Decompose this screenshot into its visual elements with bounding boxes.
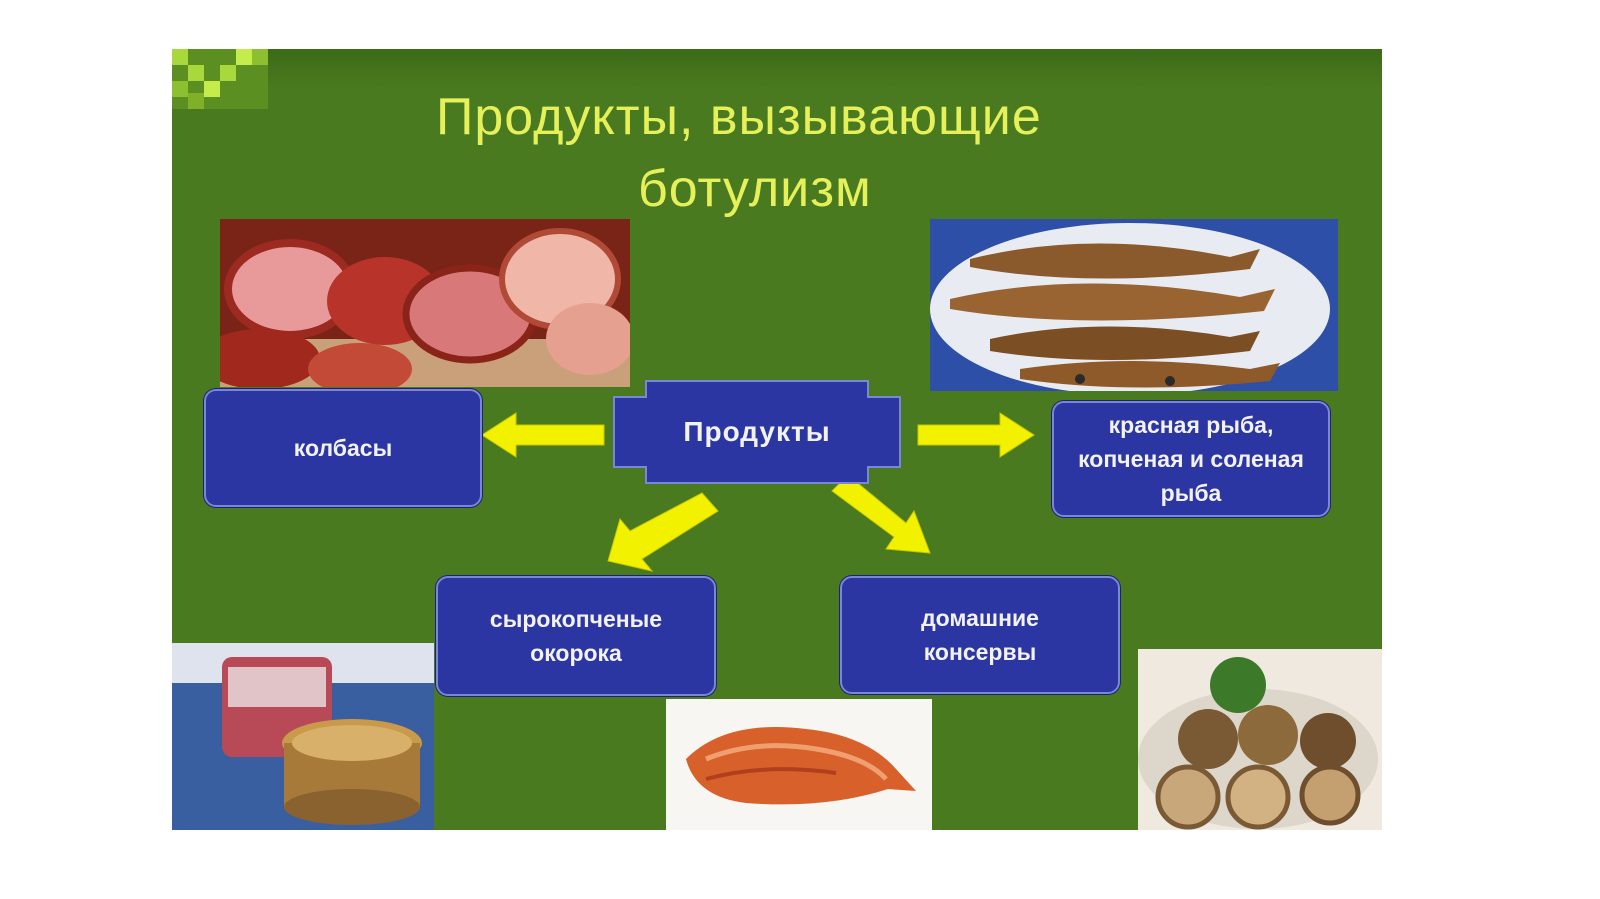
- node-home-canned-label: домашние консервы: [921, 605, 1039, 665]
- node-raw-smoked: сырокопченые окорока: [436, 576, 716, 696]
- arrow-down-left: [607, 492, 719, 572]
- title-bar-strip: [172, 49, 1382, 89]
- smoked-fish-photo: [666, 699, 932, 830]
- node-kolbasy-label: колбасы: [293, 435, 393, 461]
- slide-title-line-2: ботулизм: [638, 160, 872, 218]
- slide: Продукты, вызывающие ботулизм: [172, 49, 1382, 830]
- node-home-canned: домашние консервы: [840, 576, 1120, 694]
- center-node-label: Продукты: [683, 416, 831, 447]
- checkmark-corner-icon: [172, 49, 268, 109]
- fried-fish-photo: [930, 219, 1338, 391]
- node-fish: красная рыба, копченая и соленая рыба: [1052, 401, 1330, 517]
- center-node: Продукты: [612, 379, 902, 485]
- sausages-photo: [220, 219, 630, 387]
- slide-title-line-1: Продукты, вызывающие: [436, 88, 1042, 146]
- center-node-shape: [613, 380, 901, 484]
- arrow-left: [481, 412, 605, 458]
- arrow-right: [917, 412, 1035, 458]
- arrow-down-right: [831, 474, 931, 554]
- node-kolbasy: колбасы: [204, 389, 482, 507]
- node-raw-smoked-label: сырокопченые окорока: [489, 606, 663, 666]
- node-fish-label: красная рыба, копченая и соленая рыба: [1078, 412, 1304, 506]
- homemade-preserves-photo: [1138, 649, 1382, 830]
- canned-goods-photo: [172, 643, 434, 830]
